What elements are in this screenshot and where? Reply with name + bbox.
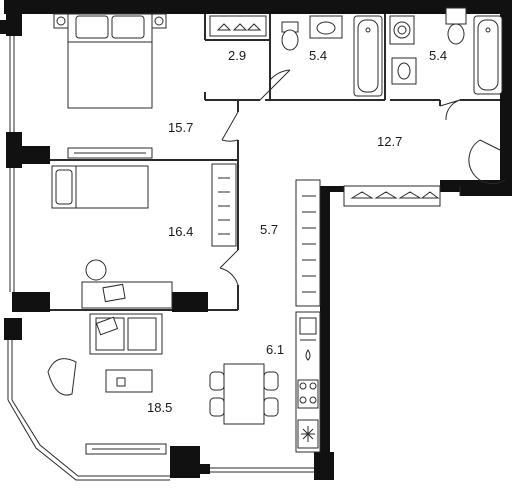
toilet-icon-2 — [445, 7, 467, 45]
sofa-icon — [89, 313, 163, 355]
desk-icon — [81, 259, 173, 309]
doors — [219, 69, 506, 286]
sink-icon — [309, 15, 343, 39]
armchair-icon — [47, 358, 77, 396]
hangers-icon — [343, 185, 441, 207]
kitchen-counter-icon — [295, 311, 321, 453]
radiator-icon — [67, 147, 153, 159]
area-bathroom-2: 5.4 — [429, 48, 447, 63]
area-hall: 12.7 — [377, 134, 402, 149]
fridge-icon — [297, 419, 319, 449]
dining-table-icon — [209, 363, 279, 425]
bathtub-icon-2 — [473, 15, 503, 95]
stove-icon — [297, 379, 319, 409]
area-corridor: 5.7 — [260, 222, 278, 237]
double-bed-icon — [53, 13, 167, 109]
area-bathroom-1: 5.4 — [309, 48, 327, 63]
area-labels: 15.7 2.9 5.4 5.4 12.7 16.4 5.7 6.1 18.5 — [147, 48, 447, 415]
area-kitchen-corridor: 6.1 — [266, 342, 284, 357]
interior-walls — [50, 14, 500, 311]
wardrobe-icon-2 — [211, 163, 237, 247]
bathtub-icon — [353, 15, 383, 97]
wardrobe-shelf-icon — [209, 15, 267, 37]
hall-wardrobe-icon — [295, 179, 321, 307]
area-bedroom-1: 15.7 — [168, 120, 193, 135]
exterior-windows — [7, 36, 461, 481]
area-bedroom-2: 16.4 — [168, 224, 193, 239]
coffee-table-icon — [105, 369, 153, 393]
sink-icon-3 — [305, 349, 311, 361]
radiator-icon-2 — [85, 443, 167, 455]
toilet-icon — [281, 21, 299, 51]
washing-machine-icon — [389, 15, 415, 45]
area-living-room: 18.5 — [147, 400, 172, 415]
single-bed-icon — [51, 165, 149, 209]
area-wardrobe: 2.9 — [228, 48, 246, 63]
sink-icon-2 — [391, 57, 417, 85]
